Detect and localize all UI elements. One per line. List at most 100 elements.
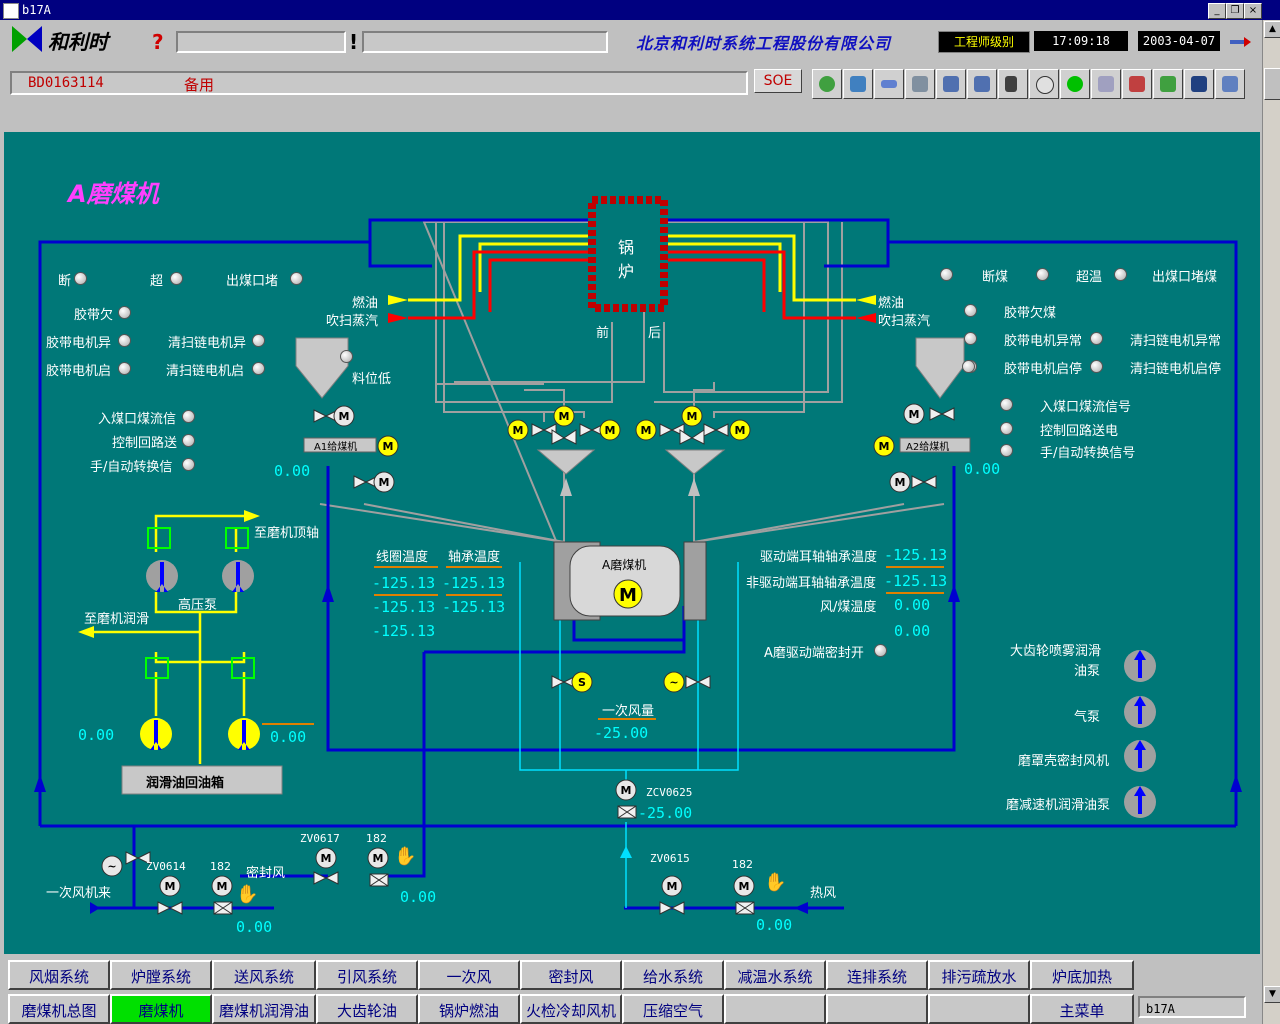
status-lamp xyxy=(962,360,975,373)
boiler-front-label: 前 xyxy=(596,326,610,341)
reducer-oil-label: 磨减速机润滑油泵 xyxy=(1006,798,1111,813)
drive-bearing-label: 驱动端耳轴轴承温度 xyxy=(760,550,878,565)
status-lamp xyxy=(874,644,887,657)
toolbar-check-icon[interactable] xyxy=(1153,69,1183,99)
toolbar-globe-icon[interactable] xyxy=(812,69,842,99)
nav-empty-1[interactable] xyxy=(724,994,826,1024)
left-status-ctrl-loop: 控制回路送 xyxy=(112,436,178,451)
toolbar-printer-icon[interactable] xyxy=(1091,69,1121,99)
seal-open-label: A磨驱动端密封开 xyxy=(764,646,864,661)
zv0617-tag[interactable]: ZV0617 xyxy=(300,832,340,845)
steam-label-left: 吹扫蒸汽 xyxy=(326,314,379,329)
toolbar-trend-icon[interactable] xyxy=(1184,69,1214,99)
svg-text:~: ~ xyxy=(107,860,116,873)
nav-mill-lube[interactable]: 磨煤机润滑油 xyxy=(212,994,316,1024)
nav-drain[interactable]: 排污疏放水 xyxy=(928,960,1030,990)
toolbar-clock-icon[interactable] xyxy=(1029,69,1059,99)
nav-induced-draft[interactable]: 引风系统 xyxy=(316,960,418,990)
status-lamp xyxy=(964,304,977,317)
oil-label-right: 燃油 xyxy=(878,296,905,311)
underline xyxy=(374,594,438,596)
nav-mill-overview[interactable]: 磨煤机总图 xyxy=(8,994,110,1024)
status-field: b17A xyxy=(1138,996,1246,1018)
zv0615-tag[interactable]: ZV0615 xyxy=(650,852,690,865)
nav-empty-2[interactable] xyxy=(826,994,928,1024)
lube-right-value: 0.00 xyxy=(270,728,307,746)
toolbar-prev-icon[interactable] xyxy=(936,69,966,99)
feeder-a2-label[interactable]: A2给煤机 xyxy=(906,442,950,453)
logo-text: 和利时 xyxy=(48,30,108,54)
lube-tank-label: 润滑油回油箱 xyxy=(146,776,225,791)
svg-text:M: M xyxy=(383,440,394,453)
soe-button[interactable]: SOE xyxy=(754,69,802,93)
right-status-belt-under: 胶带欠煤 xyxy=(1004,306,1057,321)
nav-flame-cooling[interactable]: 火检冷却风机 xyxy=(520,994,622,1024)
scroll-thumb[interactable] xyxy=(1264,68,1280,100)
help-button[interactable]: ? xyxy=(152,30,164,54)
nav-flue-gas[interactable]: 风烟系统 xyxy=(8,960,110,990)
nav-furnace[interactable]: 炉膛系统 xyxy=(110,960,212,990)
vertical-scrollbar[interactable]: ▲ ▼ xyxy=(1262,20,1280,1024)
toolbar-report-icon[interactable] xyxy=(1215,69,1245,99)
air-pump-label: 气泵 xyxy=(1074,710,1101,725)
toolbar-next-icon[interactable] xyxy=(967,69,997,99)
zv0614-tag[interactable]: ZV0614 xyxy=(146,860,186,873)
status-lamp xyxy=(290,272,303,285)
status-lamp xyxy=(1090,332,1103,345)
hand-icon[interactable]: ✋ xyxy=(394,846,417,867)
right-status-coal-flow: 入煤口煤流信号 xyxy=(1040,400,1132,415)
feeder-a1-label[interactable]: A1给煤机 xyxy=(314,442,358,453)
left-status-duan: 断 xyxy=(58,274,72,289)
nav-bottom-heating[interactable]: 炉底加热 xyxy=(1030,960,1134,990)
nav-primary-air[interactable]: 一次风 xyxy=(418,960,520,990)
underline xyxy=(886,566,944,568)
user-level[interactable]: 工程师级别 xyxy=(938,31,1030,53)
svg-text:M: M xyxy=(735,424,746,437)
nav-empty-3[interactable] xyxy=(928,994,1030,1024)
status-lamp xyxy=(182,410,195,423)
restore-button[interactable]: ❐ xyxy=(1226,3,1244,19)
n182b-tag: 182 xyxy=(366,832,387,845)
nav-seal-air[interactable]: 密封风 xyxy=(520,960,622,990)
status-lamp xyxy=(1000,444,1013,457)
scroll-down-arrow-icon[interactable]: ▼ xyxy=(1264,986,1280,1003)
toolbar-copy-icon[interactable] xyxy=(998,69,1028,99)
toolbar-back-icon[interactable] xyxy=(905,69,935,99)
nav-gear-oil[interactable]: 大齿轮油 xyxy=(316,994,418,1024)
nav-desuperheat[interactable]: 减温水系统 xyxy=(724,960,826,990)
nondrive-bearing-value: -125.13 xyxy=(884,572,948,590)
toolbar-window-icon[interactable] xyxy=(874,69,904,99)
nav-mill[interactable]: 磨煤机 xyxy=(110,994,212,1024)
svg-text:M: M xyxy=(739,880,750,893)
boiler-label-1: 锅 xyxy=(618,238,635,257)
network-icon xyxy=(1228,34,1252,48)
right-status-chao: 超温 xyxy=(1076,270,1103,285)
nav-main-menu[interactable]: 主菜单 xyxy=(1030,994,1134,1024)
n182a-tag: 182 xyxy=(210,860,231,873)
nav-boiler-oil[interactable]: 锅炉燃油 xyxy=(418,994,520,1024)
minimize-button[interactable]: _ xyxy=(1208,3,1226,19)
right-status-clean-motor-run: 清扫链电机启停 xyxy=(1130,362,1222,377)
svg-text:M: M xyxy=(165,880,176,893)
close-button[interactable]: × xyxy=(1244,3,1262,19)
status-lamp xyxy=(252,362,265,375)
nav-feedwater[interactable]: 给水系统 xyxy=(622,960,724,990)
underline xyxy=(598,718,656,720)
coil-temp-label: 线圈温度 xyxy=(376,550,429,565)
hand-icon[interactable]: ✋ xyxy=(764,872,787,893)
toolbar-home-icon[interactable] xyxy=(843,69,873,99)
hot-air-label: 热风 xyxy=(810,886,837,901)
scroll-up-arrow-icon[interactable]: ▲ xyxy=(1264,21,1280,38)
nav-compressed-air[interactable]: 压缩空气 xyxy=(622,994,724,1024)
hand-icon[interactable]: ✋ xyxy=(236,884,259,905)
boiler-label-2: 炉 xyxy=(618,262,635,281)
toolbar-delete-icon[interactable] xyxy=(1122,69,1152,99)
alarm-button[interactable]: ! xyxy=(349,30,359,54)
toolbar-green-light-icon[interactable] xyxy=(1060,69,1090,99)
nav-supply-air[interactable]: 送风系统 xyxy=(212,960,316,990)
mill-label[interactable]: A磨煤机 xyxy=(602,558,647,572)
status-lamp xyxy=(74,272,87,285)
zcv0625-tag[interactable]: ZCV0625 xyxy=(646,786,693,799)
underline xyxy=(446,566,502,568)
nav-continuous-blowdown[interactable]: 连排系统 xyxy=(826,960,928,990)
